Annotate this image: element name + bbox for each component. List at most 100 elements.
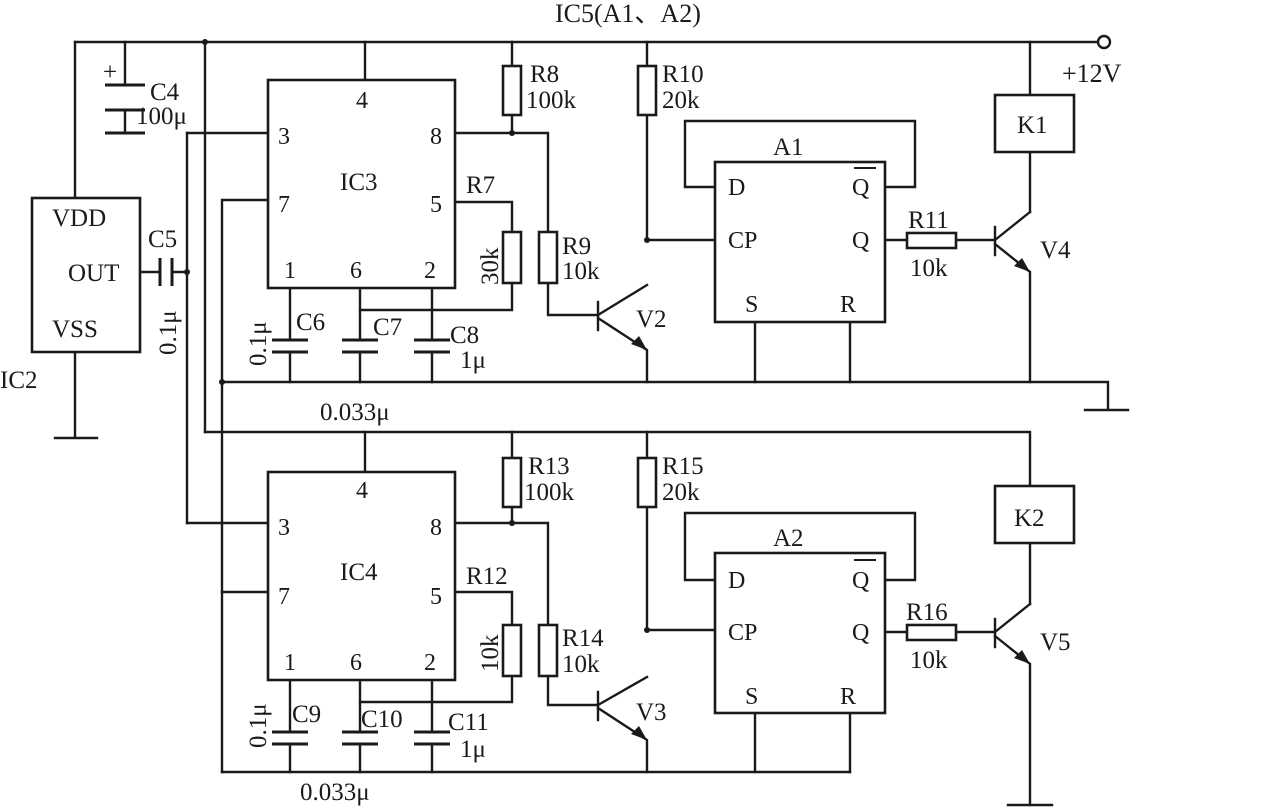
r8-value: 100k <box>526 87 577 114</box>
a1-box <box>713 160 887 324</box>
a1-q-pin: Q <box>852 228 869 254</box>
capacitor-plates <box>105 83 450 746</box>
c6-value: 0.1μ <box>245 321 272 366</box>
wires <box>53 40 1130 807</box>
ic4-pin1: 1 <box>284 650 296 676</box>
k1-box <box>993 93 1076 154</box>
r11-value: 10k <box>910 255 948 282</box>
c8-value: 1μ <box>460 347 486 374</box>
ic4-pin8: 8 <box>430 515 442 541</box>
c9-value: 0.1μ <box>245 703 272 748</box>
c8-label: C8 <box>450 322 479 349</box>
a1-cp-pin: CP <box>728 228 757 254</box>
r11-body <box>905 231 958 250</box>
a2-cp-pin: CP <box>728 620 757 646</box>
r12-label: R12 <box>466 563 508 590</box>
c11-value: 1μ <box>460 736 486 763</box>
a1-r-pin: R <box>840 292 856 318</box>
ic3-box <box>266 78 457 290</box>
ic4-pin7: 7 <box>278 584 290 610</box>
r13-label: R13 <box>528 453 570 480</box>
c5-value: 0.1μ <box>155 310 182 355</box>
r9-label: R9 <box>562 233 591 260</box>
ic3-pin2: 2 <box>424 258 436 284</box>
ic4-pin4: 4 <box>356 478 368 504</box>
ic2-label: IC2 <box>0 367 38 394</box>
r16-body <box>905 623 958 642</box>
k1-label: K1 <box>1017 112 1048 139</box>
r14-label: R14 <box>562 625 604 652</box>
junctions <box>184 39 650 633</box>
r10-label: R10 <box>662 61 704 88</box>
r13-value: 100k <box>524 479 575 506</box>
r8-label: R8 <box>530 61 559 88</box>
a2-s-pin: S <box>745 684 758 710</box>
r7-label: R7 <box>466 172 495 199</box>
c10-value: 0.033μ <box>300 779 370 806</box>
c10-label: C10 <box>361 706 403 733</box>
ic3-pin3: 3 <box>278 124 290 150</box>
r10-value: 20k <box>662 87 700 114</box>
c5-label: C5 <box>148 226 177 253</box>
ic4-pin2: 2 <box>424 650 436 676</box>
a2-box <box>713 551 887 715</box>
resistors <box>501 64 958 678</box>
ic3-pin1: 1 <box>284 258 296 284</box>
c6-label: C6 <box>296 309 325 336</box>
r12-body <box>501 623 523 678</box>
c4-value: 100μ <box>136 103 187 130</box>
c4-label: C4 <box>150 79 180 106</box>
r15-label: R15 <box>662 453 704 480</box>
c9-label: C9 <box>292 701 321 728</box>
c7-label: C7 <box>373 314 402 341</box>
r7-body <box>501 230 523 285</box>
ic2-out-label: OUT <box>68 260 119 287</box>
ic3-pin8: 8 <box>430 124 442 150</box>
r9-body <box>537 230 559 285</box>
c11-label: C11 <box>448 709 489 736</box>
a1-s-pin: S <box>745 292 758 318</box>
v4-emitter-arrow <box>1014 258 1030 272</box>
c4-plus: + <box>103 59 117 86</box>
r14-value: 10k <box>562 651 600 678</box>
r9-value: 10k <box>562 258 600 285</box>
ic4-pin6: 6 <box>350 650 362 676</box>
k2-box <box>993 484 1076 545</box>
r7-value: 30k <box>477 247 504 285</box>
r13-body <box>501 456 523 509</box>
r8-body <box>501 64 523 117</box>
a2-label: A2 <box>773 525 804 552</box>
ic3-pin5: 5 <box>430 192 442 218</box>
ic2-box <box>30 196 142 354</box>
supply-label: +12V <box>1062 59 1122 88</box>
supply-terminal <box>1096 34 1112 50</box>
r16-value: 10k <box>910 647 948 674</box>
r16-label: R16 <box>906 599 948 626</box>
v2-emitter-arrow <box>631 336 647 350</box>
ic2-vss-label: VSS <box>52 316 98 343</box>
v3-emitter-arrow <box>631 726 647 740</box>
ic4-label: IC4 <box>340 559 378 586</box>
a2-q-pin: Q <box>852 620 869 646</box>
v4-label: V4 <box>1040 237 1071 264</box>
ic3-pin4: 4 <box>356 88 368 114</box>
v2-label: V2 <box>636 306 667 333</box>
r15-body <box>636 456 658 509</box>
v3-label: V3 <box>636 699 667 726</box>
a1-label: A1 <box>773 134 804 161</box>
ic4-pin5: 5 <box>430 584 442 610</box>
diagram-title: IC5(A1、A2) <box>555 0 701 28</box>
r10-body <box>636 64 658 117</box>
a2-qbar-pin: Q <box>852 568 869 594</box>
k2-label: K2 <box>1014 505 1045 532</box>
r11-label: R11 <box>908 207 949 234</box>
v5-emitter-arrow <box>1014 650 1030 664</box>
r14-body <box>537 623 559 678</box>
v5-label: V5 <box>1040 629 1071 656</box>
r15-value: 20k <box>662 479 700 506</box>
a2-r-pin: R <box>840 684 856 710</box>
c7-value: 0.033μ <box>320 399 390 426</box>
a2-d-pin: D <box>728 568 745 594</box>
r12-value: 10k <box>477 634 504 672</box>
